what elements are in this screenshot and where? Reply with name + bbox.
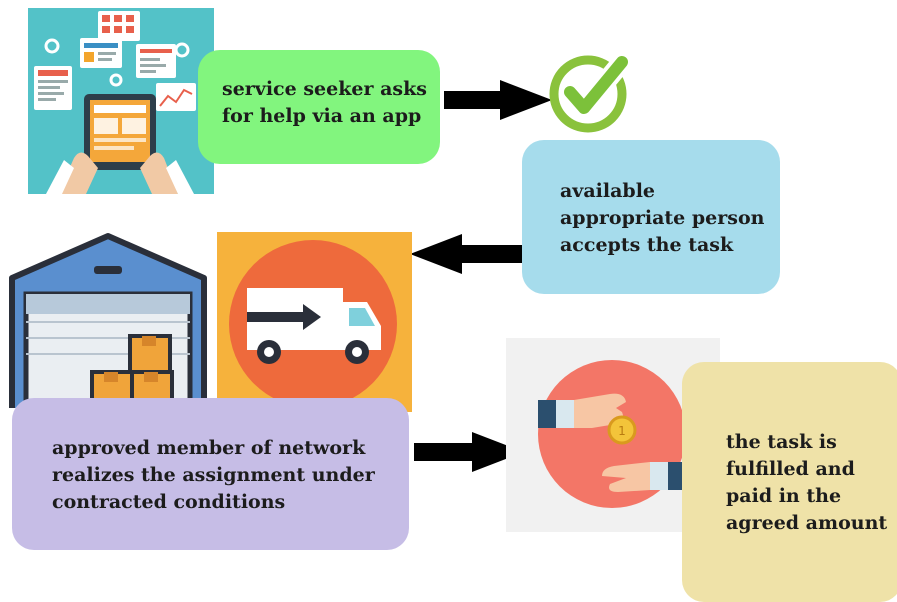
arrow-left-icon bbox=[410, 234, 522, 274]
arrow-right-icon bbox=[414, 432, 524, 472]
step-request-line: for help via an app bbox=[222, 105, 422, 127]
step-payment-box: the task is fulfilled and paid in the ag… bbox=[682, 362, 897, 602]
warehouse-icon bbox=[8, 232, 214, 412]
svg-text:1: 1 bbox=[618, 424, 626, 438]
step-payment-line: paid in the bbox=[726, 485, 842, 507]
step-request-box: service seeker asks for help via an app bbox=[198, 50, 440, 164]
delivery-truck-icon bbox=[217, 232, 412, 412]
step-accept-line: available bbox=[560, 180, 655, 202]
step-request-line: service seeker asks bbox=[222, 78, 427, 100]
arrow-right-icon bbox=[444, 80, 552, 120]
step-realize-line: realizes the assignment under bbox=[52, 464, 375, 486]
step-payment-line: agreed amount bbox=[726, 512, 888, 534]
step-payment-line: fulfilled and bbox=[726, 458, 855, 480]
checkmark-icon bbox=[549, 52, 632, 133]
step-payment-line: the task is bbox=[726, 431, 837, 453]
step-accept-line: accepts the task bbox=[560, 234, 734, 256]
hand-coin-payment-icon: 1 bbox=[506, 338, 720, 532]
step-accept-line: appropriate person bbox=[560, 207, 765, 229]
step-accept-box: available appropriate person accepts the… bbox=[522, 140, 780, 294]
step-realize-line: contracted conditions bbox=[52, 491, 286, 513]
step-realize-box: approved member of network realizes the … bbox=[12, 398, 409, 550]
step-realize-line: approved member of network bbox=[52, 437, 366, 459]
tablet-app-icon bbox=[28, 8, 214, 194]
